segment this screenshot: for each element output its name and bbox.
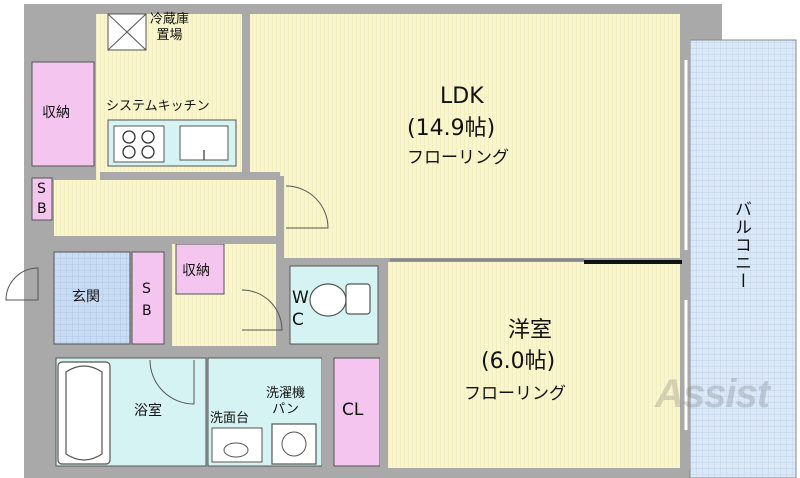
assist-logo: Assist [655,372,770,416]
toilet-label-w: W [292,288,309,308]
corridor [54,180,276,236]
sb-upper-s: S [37,181,46,197]
closet [333,357,381,467]
balcony [689,39,797,478]
ldk-floor [248,14,680,258]
washer-name: 洗濯機 パン [266,386,306,418]
closet-name: CL [342,400,364,420]
western-room-floor [388,262,680,468]
sb-lower-b: B [142,303,152,319]
sb-lower [131,251,165,345]
western-name: 洋室 [508,318,553,343]
storage-top-name: 収納 [42,105,70,121]
ldk-name: LDK [440,84,484,109]
sb-lower-s: S [142,281,151,297]
storage-mid [175,243,225,295]
ldk-size: (14.9帖) [407,116,496,141]
storage-top [31,61,95,167]
fridge-name: 冷蔵庫 置場 [150,12,190,44]
sb-upper [31,177,53,221]
washer-pan [271,423,317,465]
storage-mid-name: 収納 [182,263,210,279]
sb-upper-b: B [37,201,47,217]
washroom-name: 洗面台 [210,411,250,426]
bath-name: 浴室 [134,403,162,419]
western-size: (6.0帖) [481,349,556,374]
entrance-name: 玄関 [72,289,100,305]
entrance [53,251,131,345]
toilet-label-c: C [292,310,304,330]
kitchen-name: システムキッチン [106,99,210,114]
western-floor-type: フローリング [464,384,566,404]
balcony-name: バルコニー [731,200,751,290]
ldk-floor-type: フローリング [407,148,509,168]
